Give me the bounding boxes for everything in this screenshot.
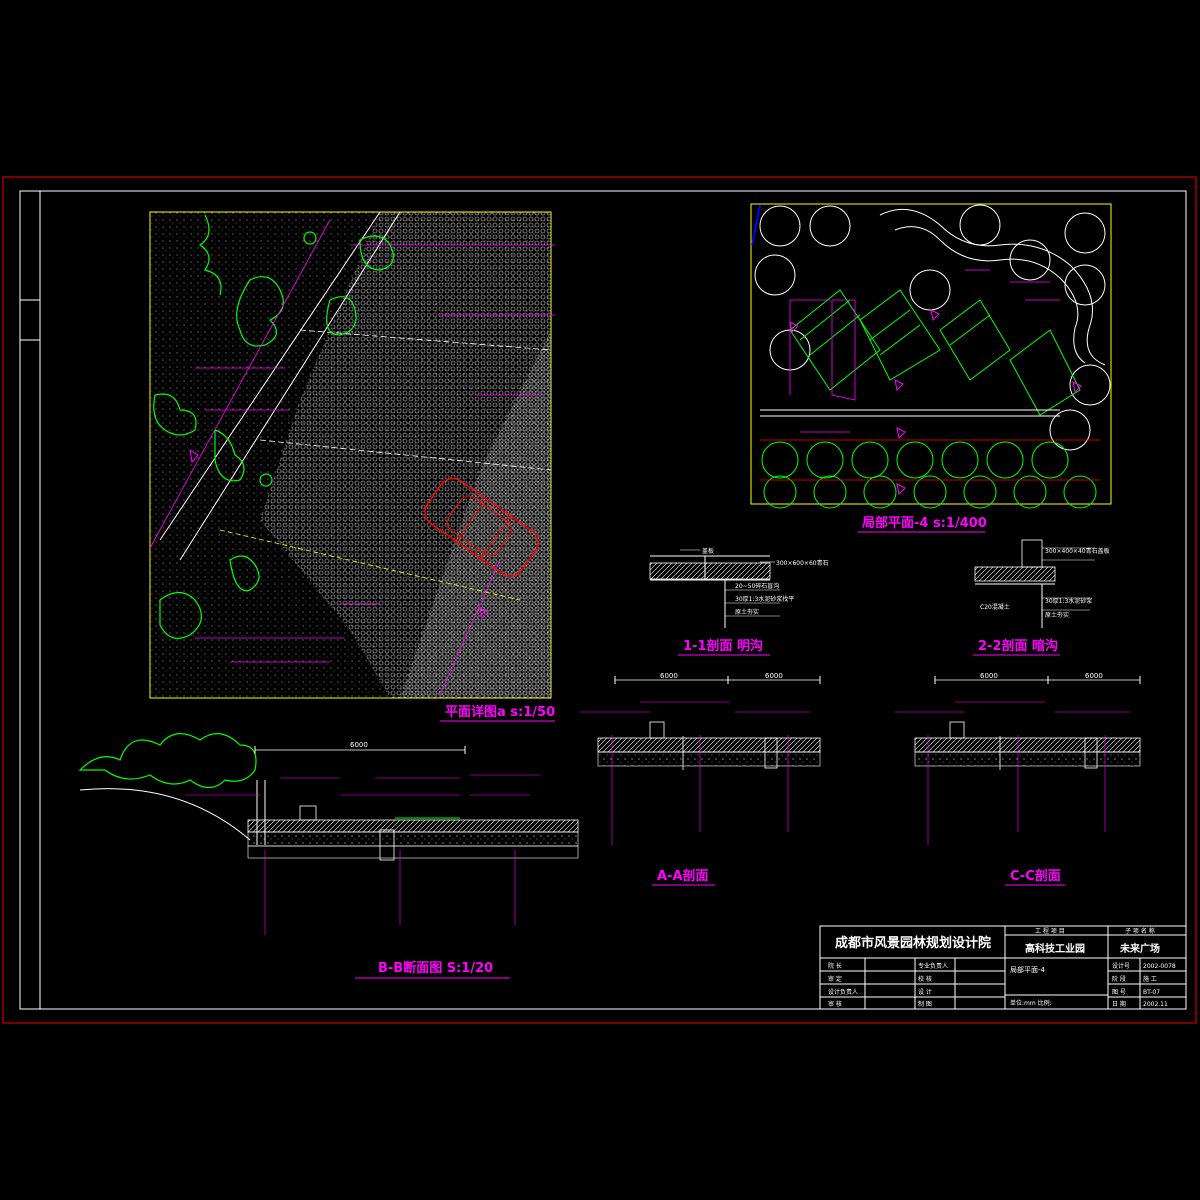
section-2-2-title: 2-2剖面 暗沟 xyxy=(978,638,1058,654)
section-1-1-note-1: 盖板 xyxy=(702,547,714,555)
section-2-2-note-1: 300×400×40青石盖板 xyxy=(1045,547,1110,555)
right-row-0-k: 设计号 xyxy=(1112,962,1130,970)
section-aa-drawing xyxy=(580,676,821,845)
row-3-b: 制 图 xyxy=(918,1000,932,1008)
subproject-header: 子 项 名 称 xyxy=(1125,927,1155,935)
row-1-a: 审 定 xyxy=(828,975,842,983)
section-bb-dim: 6000 xyxy=(350,741,368,749)
row-2-a: 设计负责人 xyxy=(828,988,858,996)
section-1-1-note-3: 20~50碎石盲沟 xyxy=(735,582,779,590)
row-0-b: 专业负责人 xyxy=(918,962,948,970)
right-row-1-k: 阶 段 xyxy=(1112,975,1126,983)
right-row-2-v: BT-07 xyxy=(1143,989,1160,996)
car-outline xyxy=(424,477,539,577)
partial-plan-4 xyxy=(750,203,1112,509)
section-1-1-title: 1-1剖面 明沟 xyxy=(683,638,763,654)
right-row-3-v: 2002.11 xyxy=(1143,1001,1168,1008)
title-block xyxy=(819,925,1187,1010)
section-cc-title: C-C剖面 xyxy=(1010,868,1061,884)
section-cc-dim-right: 6000 xyxy=(1085,672,1103,680)
section-2-2-note-2: C20混凝土 xyxy=(980,603,1010,611)
project-header: 工 程 项 目 xyxy=(1035,927,1065,935)
section-1-1-drawing xyxy=(649,549,780,628)
section-1-1-note-2: 300×600×60青石 xyxy=(776,559,829,567)
section-aa-dim-left: 6000 xyxy=(660,672,678,680)
inner-frame xyxy=(19,190,1187,1010)
right-row-1-v: 施 工 xyxy=(1143,975,1157,983)
row-2-b: 设 计 xyxy=(918,988,932,996)
section-bb-drawing xyxy=(78,733,579,935)
plan-detail-title: 平面详图a s:1/50 xyxy=(445,704,555,720)
drawing-name: 局部平面-4 xyxy=(1010,965,1046,974)
section-bb-title: B-B断面图 S:1/20 xyxy=(378,960,493,976)
plan-detail-a xyxy=(149,211,555,699)
project-name: 高科技工业园 xyxy=(1025,942,1085,955)
partial-plan-title: 局部平面-4 s:1/400 xyxy=(862,515,987,531)
outer-frame xyxy=(2,176,1197,1024)
right-row-2-k: 图 号 xyxy=(1112,989,1126,996)
scale-text: 单位:mm 比例: xyxy=(1010,999,1052,1007)
institute-name: 成都市风景园林规划设计院 xyxy=(835,935,991,951)
row-0-a: 院 长 xyxy=(828,962,842,970)
right-row-3-k: 日 期 xyxy=(1112,1000,1126,1008)
section-aa-title: A-A剖面 xyxy=(657,868,709,884)
section-1-1-note-4: 30厚1:3水泥砂浆找平 xyxy=(735,595,794,603)
section-cc-drawing xyxy=(895,676,1141,845)
section-1-1-note-5: 原土夯实 xyxy=(735,608,759,616)
subproject-name: 未来广场 xyxy=(1119,942,1160,955)
row-1-b: 校 核 xyxy=(918,975,932,983)
section-aa-dim-right: 6000 xyxy=(765,672,783,680)
section-2-2-note-3: 30厚1:3水泥砂浆 xyxy=(1045,597,1092,605)
section-2-2-drawing xyxy=(974,539,1095,628)
row-3-a: 审 核 xyxy=(828,1000,842,1008)
section-2-2-note-4: 原土夯实 xyxy=(1045,611,1069,619)
right-row-0-v: 2002-0078 xyxy=(1143,963,1176,970)
section-cc-dim-left: 6000 xyxy=(980,672,998,680)
